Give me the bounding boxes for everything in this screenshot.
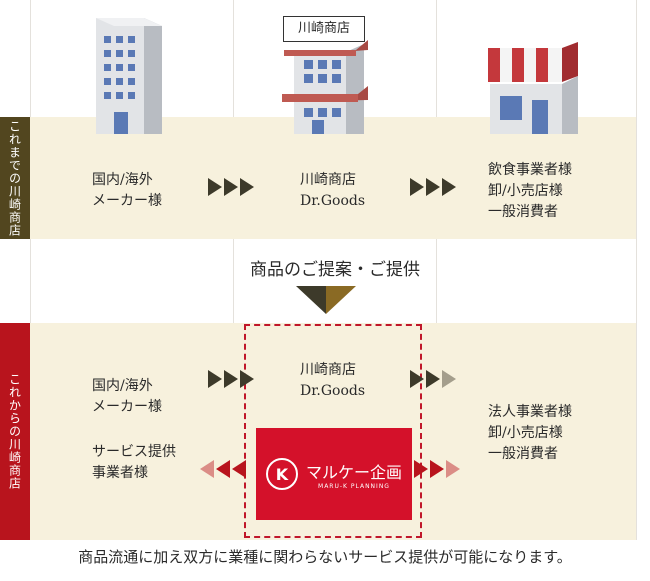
after-maker-line2: メーカー様 <box>92 399 162 415</box>
after-shop-line2: Dr.Goods <box>300 383 366 399</box>
after-arrow-right-red <box>414 460 460 478</box>
column-divider-1 <box>233 0 234 540</box>
before-band <box>30 117 636 239</box>
arrow-left-icon <box>200 460 214 478</box>
footer-text: 商品流通に加え双方に業種に関わらないサービス提供が可能になります。 <box>0 546 650 567</box>
brand-box: K マルケー企画 MARU-K PLANNING <box>256 428 412 520</box>
after-service: サービス提供 事業者様 <box>92 442 176 484</box>
before-customers-line3: 一般消費者 <box>488 204 558 220</box>
before-customers-line2: 卸/小売店様 <box>488 183 563 199</box>
after-shop-line1: 川崎商店 <box>300 362 356 378</box>
shop-sign: 川崎商店 <box>283 16 365 42</box>
arrow-right-icon <box>426 178 440 196</box>
brand-text: マルケー企画 MARU-K PLANNING <box>306 459 402 490</box>
arrow-right-icon <box>446 460 460 478</box>
after-service-line2: 事業者様 <box>92 465 148 481</box>
after-maker: 国内/海外 メーカー様 <box>92 376 162 418</box>
shop-building-icon <box>282 40 368 134</box>
footer-caption: 商品流通に加え双方に業種に関わらないサービス提供が可能になります。 <box>78 548 572 566</box>
after-maker-line1: 国内/海外 <box>92 378 153 394</box>
proposal-label: 商品のご提案・ご提供 <box>236 255 434 280</box>
before-maker-line1: 国内/海外 <box>92 172 153 188</box>
after-arrow-left-red <box>200 460 246 478</box>
before-sidebar-label: これまでの川崎商店 <box>7 119 22 237</box>
after-arrow-2 <box>410 370 456 388</box>
before-maker-line2: メーカー様 <box>92 193 162 209</box>
before-shop-line2: Dr.Goods <box>300 193 366 209</box>
office-building-icon <box>96 18 162 134</box>
after-sidebar: これからの川崎商店 <box>0 323 30 540</box>
column-divider-right <box>636 0 637 540</box>
arrow-right-icon <box>414 460 428 478</box>
after-customers-line3: 一般消費者 <box>488 446 558 462</box>
before-shop: 川崎商店 Dr.Goods <box>300 170 365 212</box>
before-customers: 飲食事業者様 卸/小売店様 一般消費者 <box>488 160 572 223</box>
arrow-right-icon <box>240 370 254 388</box>
arrow-right-icon <box>410 178 424 196</box>
highlight-dashed-box <box>244 324 422 538</box>
arrow-right-icon <box>430 460 444 478</box>
after-customers-line2: 卸/小売店様 <box>488 425 563 441</box>
after-sidebar-label: これからの川崎商店 <box>7 373 22 490</box>
arrow-right-icon <box>240 178 254 196</box>
arrow-right-icon <box>426 370 440 388</box>
arrow-right-icon <box>224 178 238 196</box>
after-shop: 川崎商店 Dr.Goods <box>300 360 365 402</box>
down-arrow-icon <box>296 286 356 314</box>
brand-name: マルケー企画 <box>305 462 402 482</box>
before-maker: 国内/海外 メーカー様 <box>92 170 162 212</box>
arrow-right-icon <box>442 178 456 196</box>
before-customers-line1: 飲食事業者様 <box>488 162 572 178</box>
brand-subtitle: MARU-K PLANNING <box>318 482 390 490</box>
after-service-line1: サービス提供 <box>92 444 176 460</box>
brand-logo-letter: K <box>275 464 289 484</box>
store-awning-icon <box>488 42 578 134</box>
after-customers-line1: 法人事業者様 <box>488 404 572 420</box>
brand-logo-icon: K <box>265 458 298 490</box>
arrow-right-icon <box>208 370 222 388</box>
proposal-text: 商品のご提案・ご提供 <box>250 260 420 280</box>
arrow-left-icon <box>232 460 246 478</box>
before-arrow-2 <box>410 178 456 196</box>
before-arrow-1 <box>208 178 254 196</box>
column-divider-2 <box>436 0 437 540</box>
arrow-right-icon <box>410 370 424 388</box>
arrow-right-icon <box>224 370 238 388</box>
shop-sign-label: 川崎商店 <box>297 21 350 36</box>
arrow-right-icon <box>208 178 222 196</box>
after-arrow-1 <box>208 370 254 388</box>
arrow-right-icon <box>442 370 456 388</box>
column-divider-left <box>30 0 31 540</box>
before-shop-line1: 川崎商店 <box>300 172 356 188</box>
before-sidebar: これまでの川崎商店 <box>0 117 30 239</box>
arrow-left-icon <box>216 460 230 478</box>
after-customers: 法人事業者様 卸/小売店様 一般消費者 <box>488 402 572 465</box>
